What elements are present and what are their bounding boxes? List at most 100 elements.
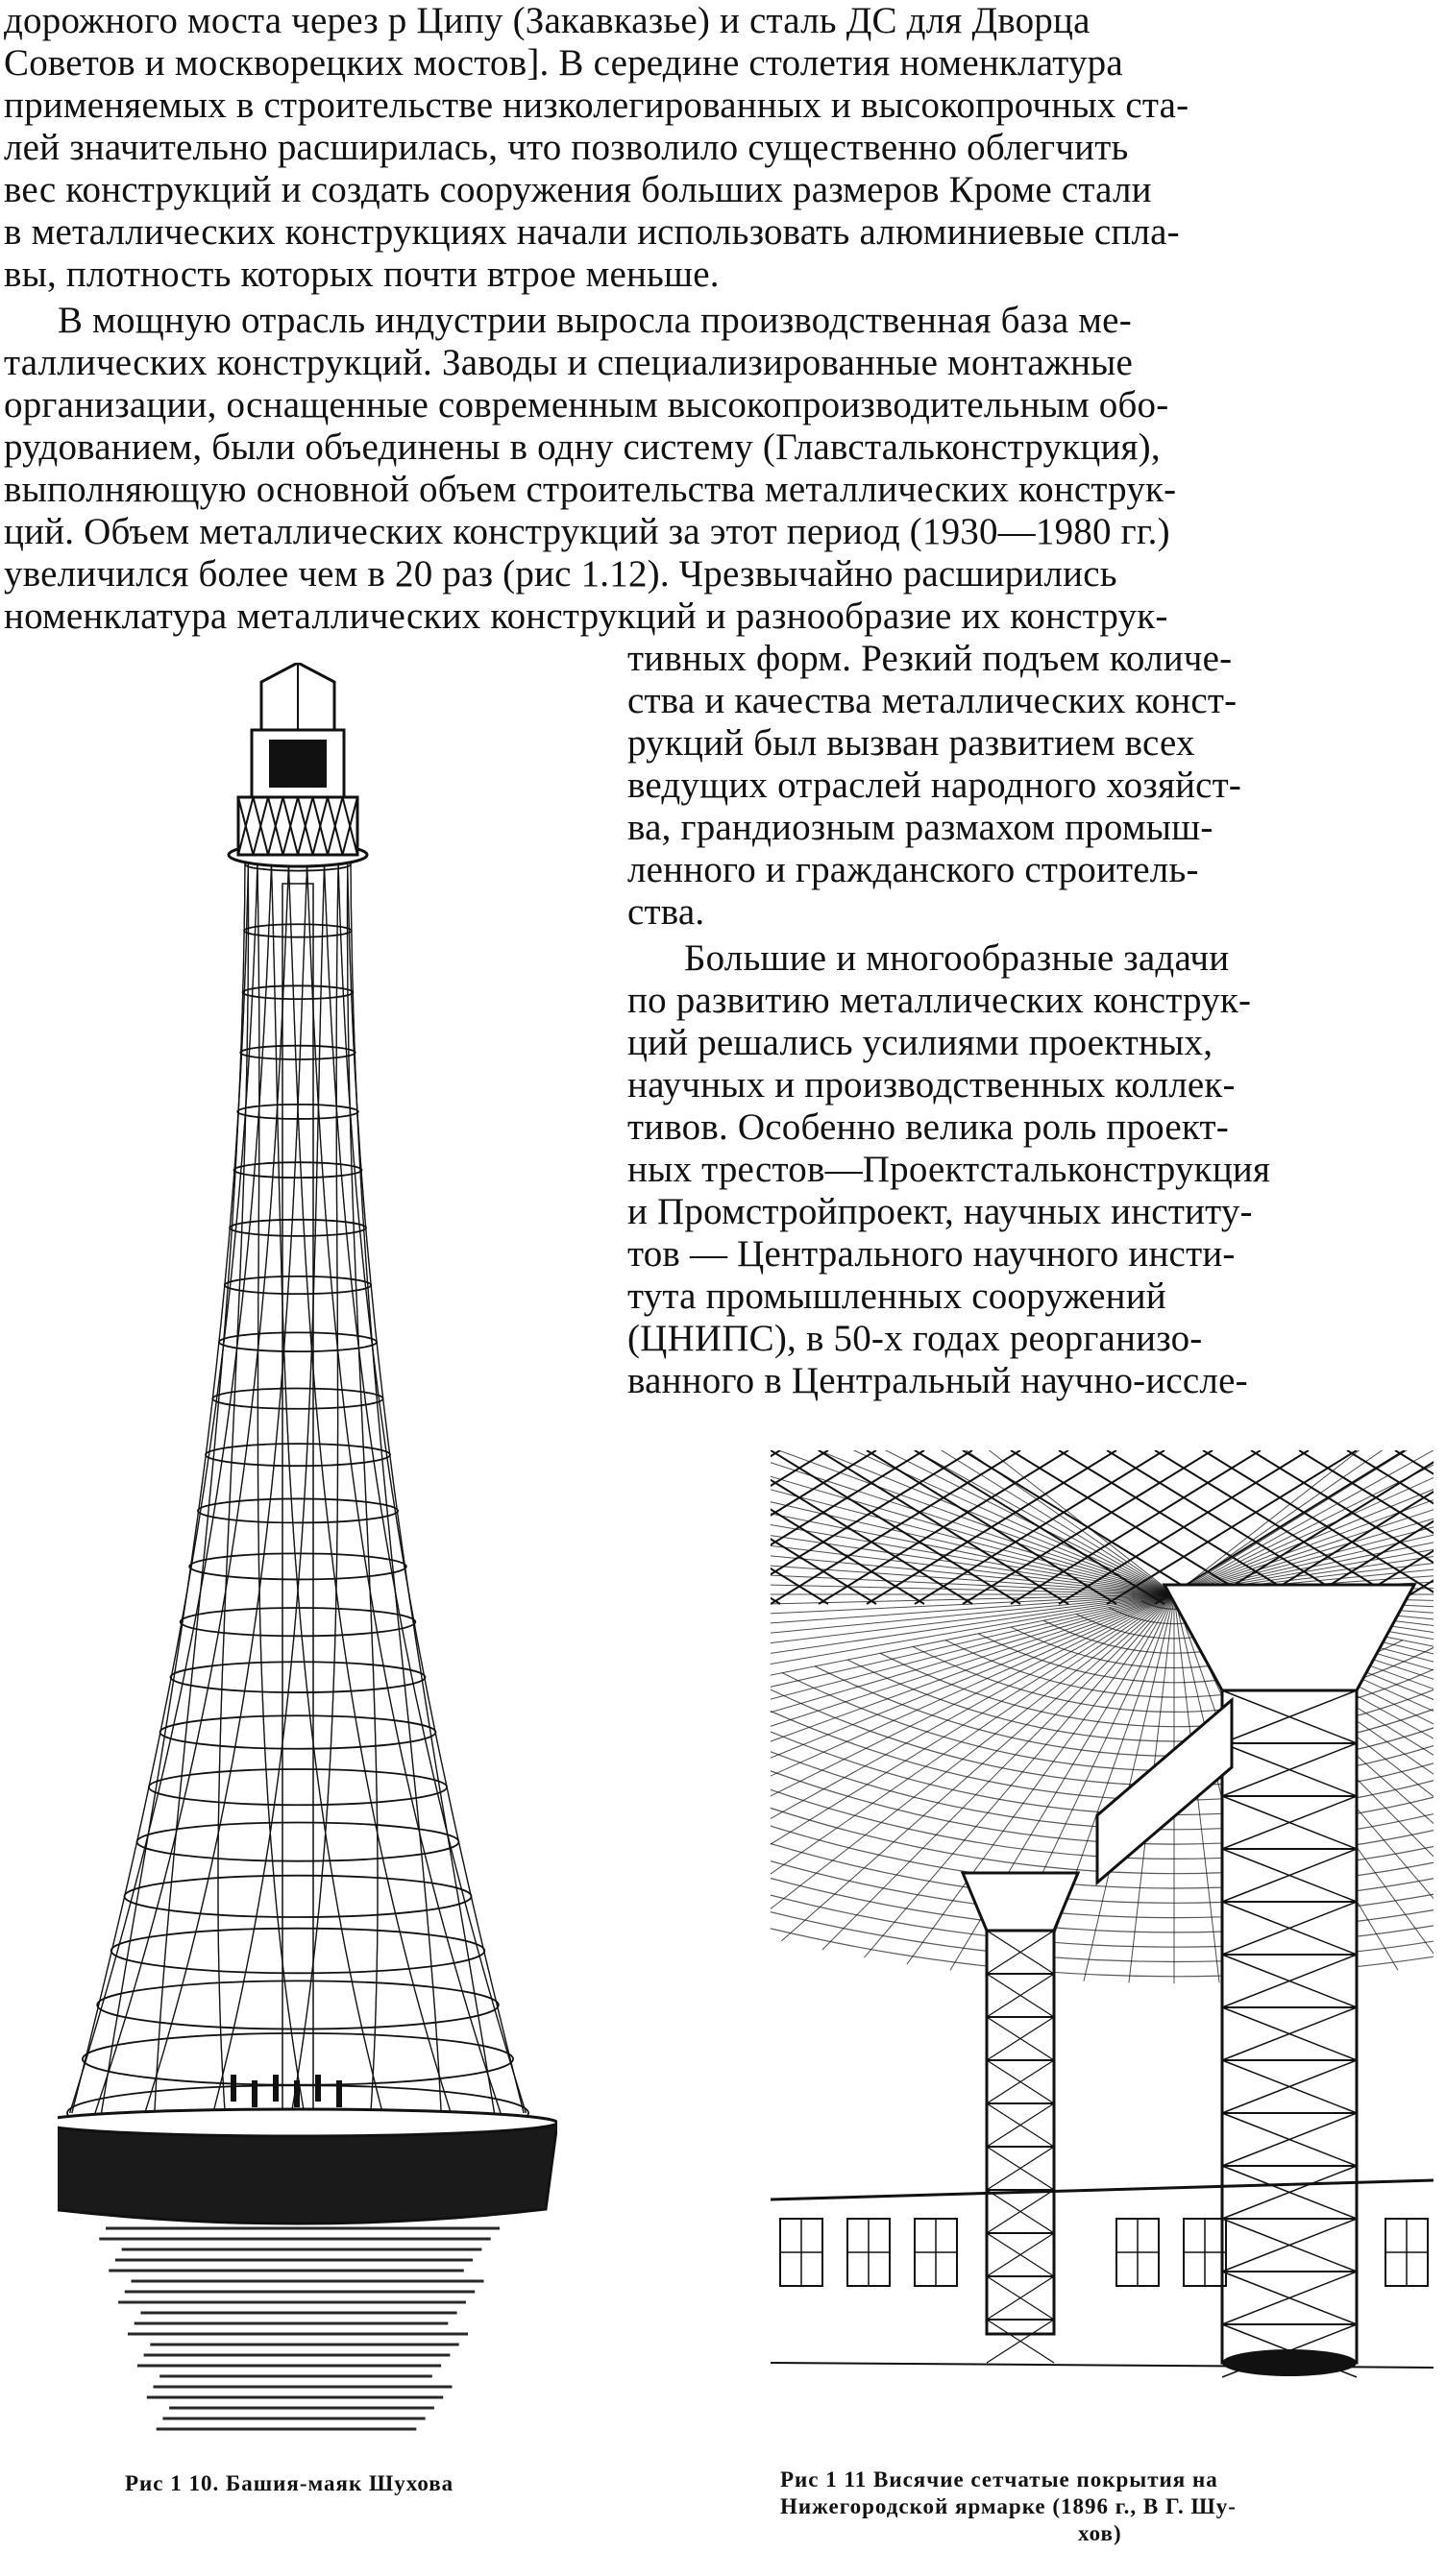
text-line: вы, плотность которых почти втрое меньше… (4, 254, 720, 295)
caption-line: Нижегородской ярмарке (1896 г., В Г. Шу- (780, 2494, 1237, 2518)
tower-lattice-line (306, 863, 502, 2114)
roof-mesh-arc (771, 1788, 1434, 1859)
roof-cable (1173, 1450, 1434, 1595)
roof-mesh-arc (771, 1860, 1434, 1919)
wall-line (771, 2178, 1434, 2201)
text-line: ванного в Центральный научно-иссле- (627, 1360, 1248, 1401)
tower-lattice-line (270, 863, 383, 2114)
tower-base (58, 2121, 557, 2225)
roof-cable-top (1346, 1549, 1434, 1605)
tower-ring (218, 1331, 378, 1353)
text-line: применяемых в строительстве низколегиров… (4, 85, 1189, 126)
small-column-brace (986, 2319, 1055, 2364)
roof-cable-top (1298, 1519, 1434, 1605)
roof-mesh-arc (771, 1877, 1434, 1933)
roof-cable (771, 1475, 1175, 1595)
tower-figure-person (294, 2080, 300, 2107)
roof-cable (771, 1544, 1175, 1595)
text-line: В мощную отрасль индустрии выросла произ… (58, 300, 1132, 341)
floor-line (771, 2362, 1434, 2369)
roof-cable (771, 1565, 1175, 1595)
text-line: ведущих отраслей народного хозяйст- (627, 765, 1242, 806)
small-column-shaft (985, 1929, 1056, 2336)
text-line: тивов. Особенно велика роль проект- (627, 1106, 1229, 1148)
tower-lattice-line (257, 863, 306, 2114)
tower-ring (197, 1497, 399, 1524)
text-line: лей значительно расширилась, что позволи… (4, 127, 1129, 168)
tower-gallery-brace (311, 796, 329, 856)
tower-lattice-line (346, 863, 379, 2114)
tower-figure-person (252, 2080, 257, 2107)
tower-lattice-line (71, 863, 258, 2114)
column-brace (1221, 1848, 1358, 1903)
tower-ring (96, 1980, 500, 2030)
tower-lattice-line (347, 863, 496, 2114)
tower-gallery-brace (327, 796, 344, 856)
roof-cable (988, 1450, 1175, 1595)
roof-cable (1173, 1489, 1434, 1595)
small-column-brace (986, 2146, 1055, 2191)
tower-lattice-line (350, 863, 442, 2114)
roof-cable-top (1202, 1461, 1434, 1605)
roof-cable (771, 1593, 1175, 1634)
tower-lattice-line (212, 863, 326, 2114)
roof-cable (771, 1593, 1175, 1845)
small-column-brace (986, 1930, 1055, 1975)
column-brace (1221, 2112, 1358, 2167)
tower-gallery-brace (237, 796, 255, 856)
roof-cable-top (771, 1450, 925, 1546)
tower-gallery-brace (267, 796, 284, 856)
figure-hanging-roof (771, 1450, 1434, 2411)
roof-mesh-arc (771, 1894, 1434, 1948)
tower-lattice-line (94, 863, 290, 2114)
text-line: (ЦНИПС), в 50-х годах реорганизо- (627, 1318, 1203, 1359)
text-line: организации, оснащенные современным высо… (4, 384, 1169, 425)
tower-gallery-brace (297, 796, 314, 856)
tower-lattice-line (287, 863, 452, 2114)
roof-cable (864, 1593, 1175, 1958)
roof-illustration (771, 1450, 1434, 2411)
roof-cable-top (1058, 1450, 1310, 1605)
roof-cable (1173, 1450, 1409, 1595)
roof-cable (771, 1593, 1175, 1742)
small-column-brace (986, 2059, 1055, 2104)
roof-cable (914, 1450, 1175, 1595)
text-line: увеличился более чем в 20 раз (рис 1.12)… (4, 553, 1117, 595)
roof-mesh-arc (846, 1659, 1434, 1742)
tower-ring (239, 1044, 356, 1060)
roof-mesh-arc (771, 1825, 1434, 1889)
roof-cable (771, 1501, 1175, 1595)
column-brace (1221, 2006, 1358, 2061)
roof-cable (771, 1462, 1175, 1595)
roof-cable (781, 1593, 1175, 1942)
roof-cable (771, 1593, 1175, 1797)
tower-ring (159, 1714, 437, 1750)
tower-lattice-line (337, 863, 525, 2114)
tower-lattice-line (347, 863, 496, 2114)
roof-cable-top (962, 1450, 1213, 1605)
tower-ring (148, 1768, 448, 1807)
column-brace (1221, 2271, 1358, 2325)
text-line: тивных форм. Резкий подъем количе- (627, 638, 1233, 679)
figure-shukhov-tower (58, 663, 557, 2449)
text-line: рукций был вызван развитием всех (627, 722, 1195, 764)
roof-cable-top (1010, 1450, 1262, 1605)
tower-lattice-line (71, 863, 258, 2114)
tower-gallery-brace (341, 796, 358, 856)
small-column-brace (986, 2016, 1055, 2061)
roof-cable (906, 1593, 1175, 1965)
column-brace (1221, 1689, 1358, 1744)
small-column-brace (986, 1973, 1055, 2018)
roof-cable (1173, 1568, 1434, 1595)
small-column-brace (986, 2102, 1055, 2148)
tower-ring (236, 1103, 359, 1120)
tower-ring (229, 1218, 367, 1237)
tower-lattice-line (100, 863, 249, 2114)
text-line: номенклатура металлических конструкций и… (4, 595, 1168, 637)
tower-lantern-window (269, 740, 327, 788)
roof-cable (1173, 1542, 1434, 1595)
roof-cable (1173, 1464, 1434, 1595)
roof-cable (771, 1593, 1175, 1615)
column-brace (1221, 1795, 1358, 1850)
roof-cable (771, 1593, 1175, 1654)
